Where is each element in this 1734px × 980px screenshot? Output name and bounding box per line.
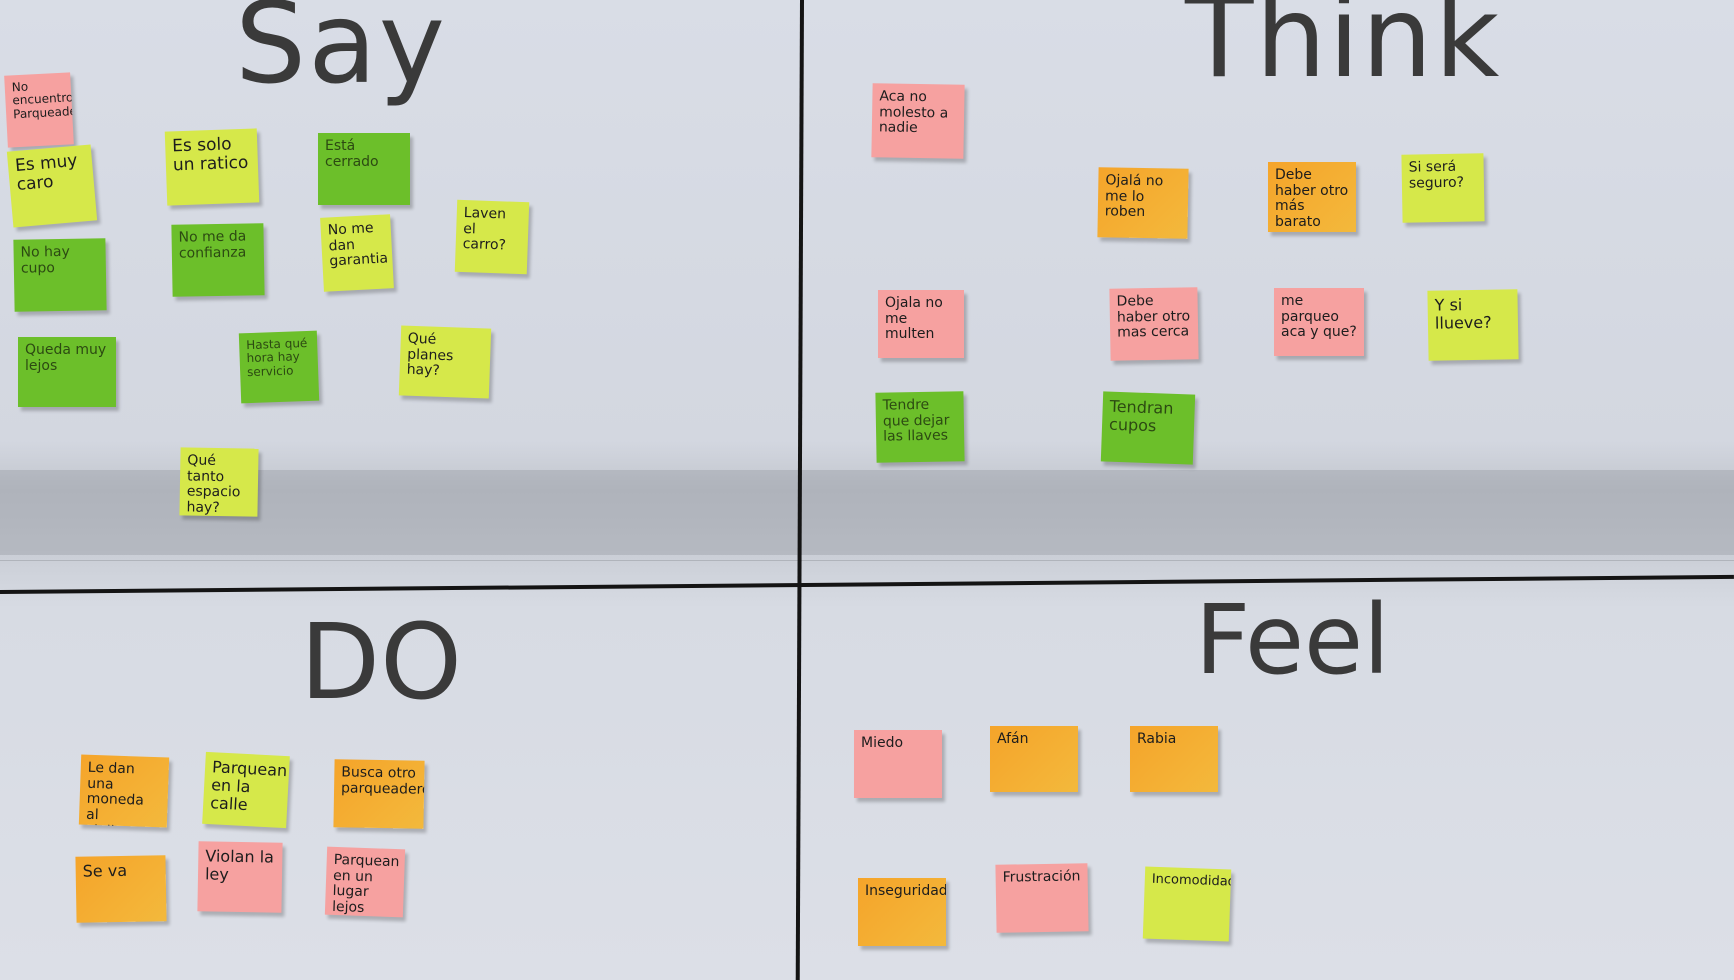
sticky-note: Frustración (995, 863, 1089, 933)
note-text: Le dan una moneda al vigilante (85, 759, 146, 828)
note-text: No hay cupo (20, 243, 70, 277)
note-text: Parquean en un lugar lejos (331, 851, 400, 917)
note-text: Rabia (1137, 731, 1177, 747)
sticky-note: Qué planes hay? (398, 325, 492, 399)
sticky-note: Ojalá no me lo roben (1097, 167, 1189, 239)
note-text: Frustración (1002, 868, 1081, 886)
note-text: Aca no molesto a nadie (878, 88, 949, 137)
note-text: Afán (997, 731, 1029, 747)
note-text: Hasta qué hora hay servicio (245, 336, 308, 379)
sticky-note: Tendre que dejar las llaves (875, 391, 965, 463)
note-text: Debe haber otro mas cerca (1116, 293, 1191, 341)
note-text: Parquean en la calle (209, 757, 288, 814)
note-text: Está cerrado (325, 138, 379, 170)
sticky-note: Qué tanto espacio hay? (179, 447, 259, 517)
note-text: Es muy caro (14, 150, 79, 196)
sticky-note: Tendran cupos (1100, 391, 1196, 465)
note-text: No encuentro Parqueadero (11, 79, 74, 122)
note-text: Si será seguro? (1408, 158, 1465, 192)
note-text: Miedo (861, 735, 904, 751)
sticky-note: Debe haber otro mas cerca (1109, 287, 1199, 361)
note-text: Inseguridad (865, 883, 946, 899)
note-text: No me da confianza (178, 228, 247, 262)
light-shadow-band (0, 470, 1734, 555)
sticky-note: Ojala no me multen (878, 290, 964, 358)
sticky-note: Y si llueve? (1427, 289, 1519, 361)
sticky-note: Si será seguro? (1401, 153, 1485, 223)
sticky-note: Laven el carro? (454, 199, 530, 275)
heading-feel: Feel (1195, 584, 1390, 696)
note-text: Tendre que dejar las llaves (882, 396, 950, 445)
sticky-note: Aca no molesto a nadie (871, 83, 965, 159)
sticky-note: Es solo un ratico (164, 128, 260, 206)
paper-fold-line (0, 560, 1734, 561)
note-text: Es solo un ratico (171, 134, 249, 176)
sticky-note: Debe haber otro más barato (1268, 162, 1356, 232)
note-text: Incomodidad (1151, 871, 1232, 890)
sticky-note: Miedo (854, 730, 942, 798)
horizontal-divider-line (0, 574, 1734, 594)
sticky-note: Está cerrado (318, 133, 410, 205)
sticky-note: Queda muy lejos (18, 337, 116, 407)
note-text: Qué planes hay? (406, 330, 454, 380)
sticky-note: Parquean en un lugar lejos (324, 846, 406, 918)
note-text: Ojalá no me lo roben (1104, 172, 1164, 221)
sticky-note: Afán (990, 726, 1078, 792)
heading-think: Think (1185, 0, 1502, 103)
sticky-note: Rabia (1130, 726, 1218, 792)
note-text: Laven el carro? (462, 205, 507, 254)
sticky-note: No me dan garantia (320, 214, 394, 292)
note-text: Debe haber otro más barato (1275, 167, 1349, 231)
note-text: No me dan garantia (327, 220, 389, 270)
sticky-note: No encuentro Parqueadero (4, 72, 74, 148)
sticky-note: Incomodidad (1142, 866, 1232, 942)
sticky-note: Parquean en la calle (202, 751, 290, 829)
sticky-note: Busca otro parqueadero (333, 759, 425, 829)
sticky-note: Hasta qué hora hay servicio (238, 330, 320, 404)
sticky-note: Le dan una moneda al vigilante (78, 754, 170, 828)
note-text: Y si llueve? (1434, 295, 1492, 333)
sticky-note: No me da confianza (171, 223, 265, 297)
note-text: Qué tanto espacio hay? (186, 452, 241, 517)
note-text: Ojala no me multen (885, 295, 943, 343)
sticky-note: Se va (75, 855, 167, 923)
note-text: Busca otro parqueadero (340, 764, 425, 798)
heading-say: Say (235, 0, 448, 109)
sticky-note: Es muy caro (6, 144, 98, 228)
note-text: Se va (82, 860, 128, 881)
note-text: Tendran cupos (1108, 396, 1174, 436)
note-text: Violan la ley (204, 846, 275, 884)
sticky-note: No hay cupo (13, 238, 107, 312)
note-text: me parqueo aca y que? (1281, 293, 1357, 341)
sticky-note: Inseguridad (858, 878, 946, 946)
heading-do: DO (300, 601, 462, 723)
note-text: Queda muy lejos (25, 342, 107, 374)
sticky-note: me parqueo aca y que? (1274, 288, 1364, 356)
sticky-note: Violan la ley (197, 841, 283, 913)
